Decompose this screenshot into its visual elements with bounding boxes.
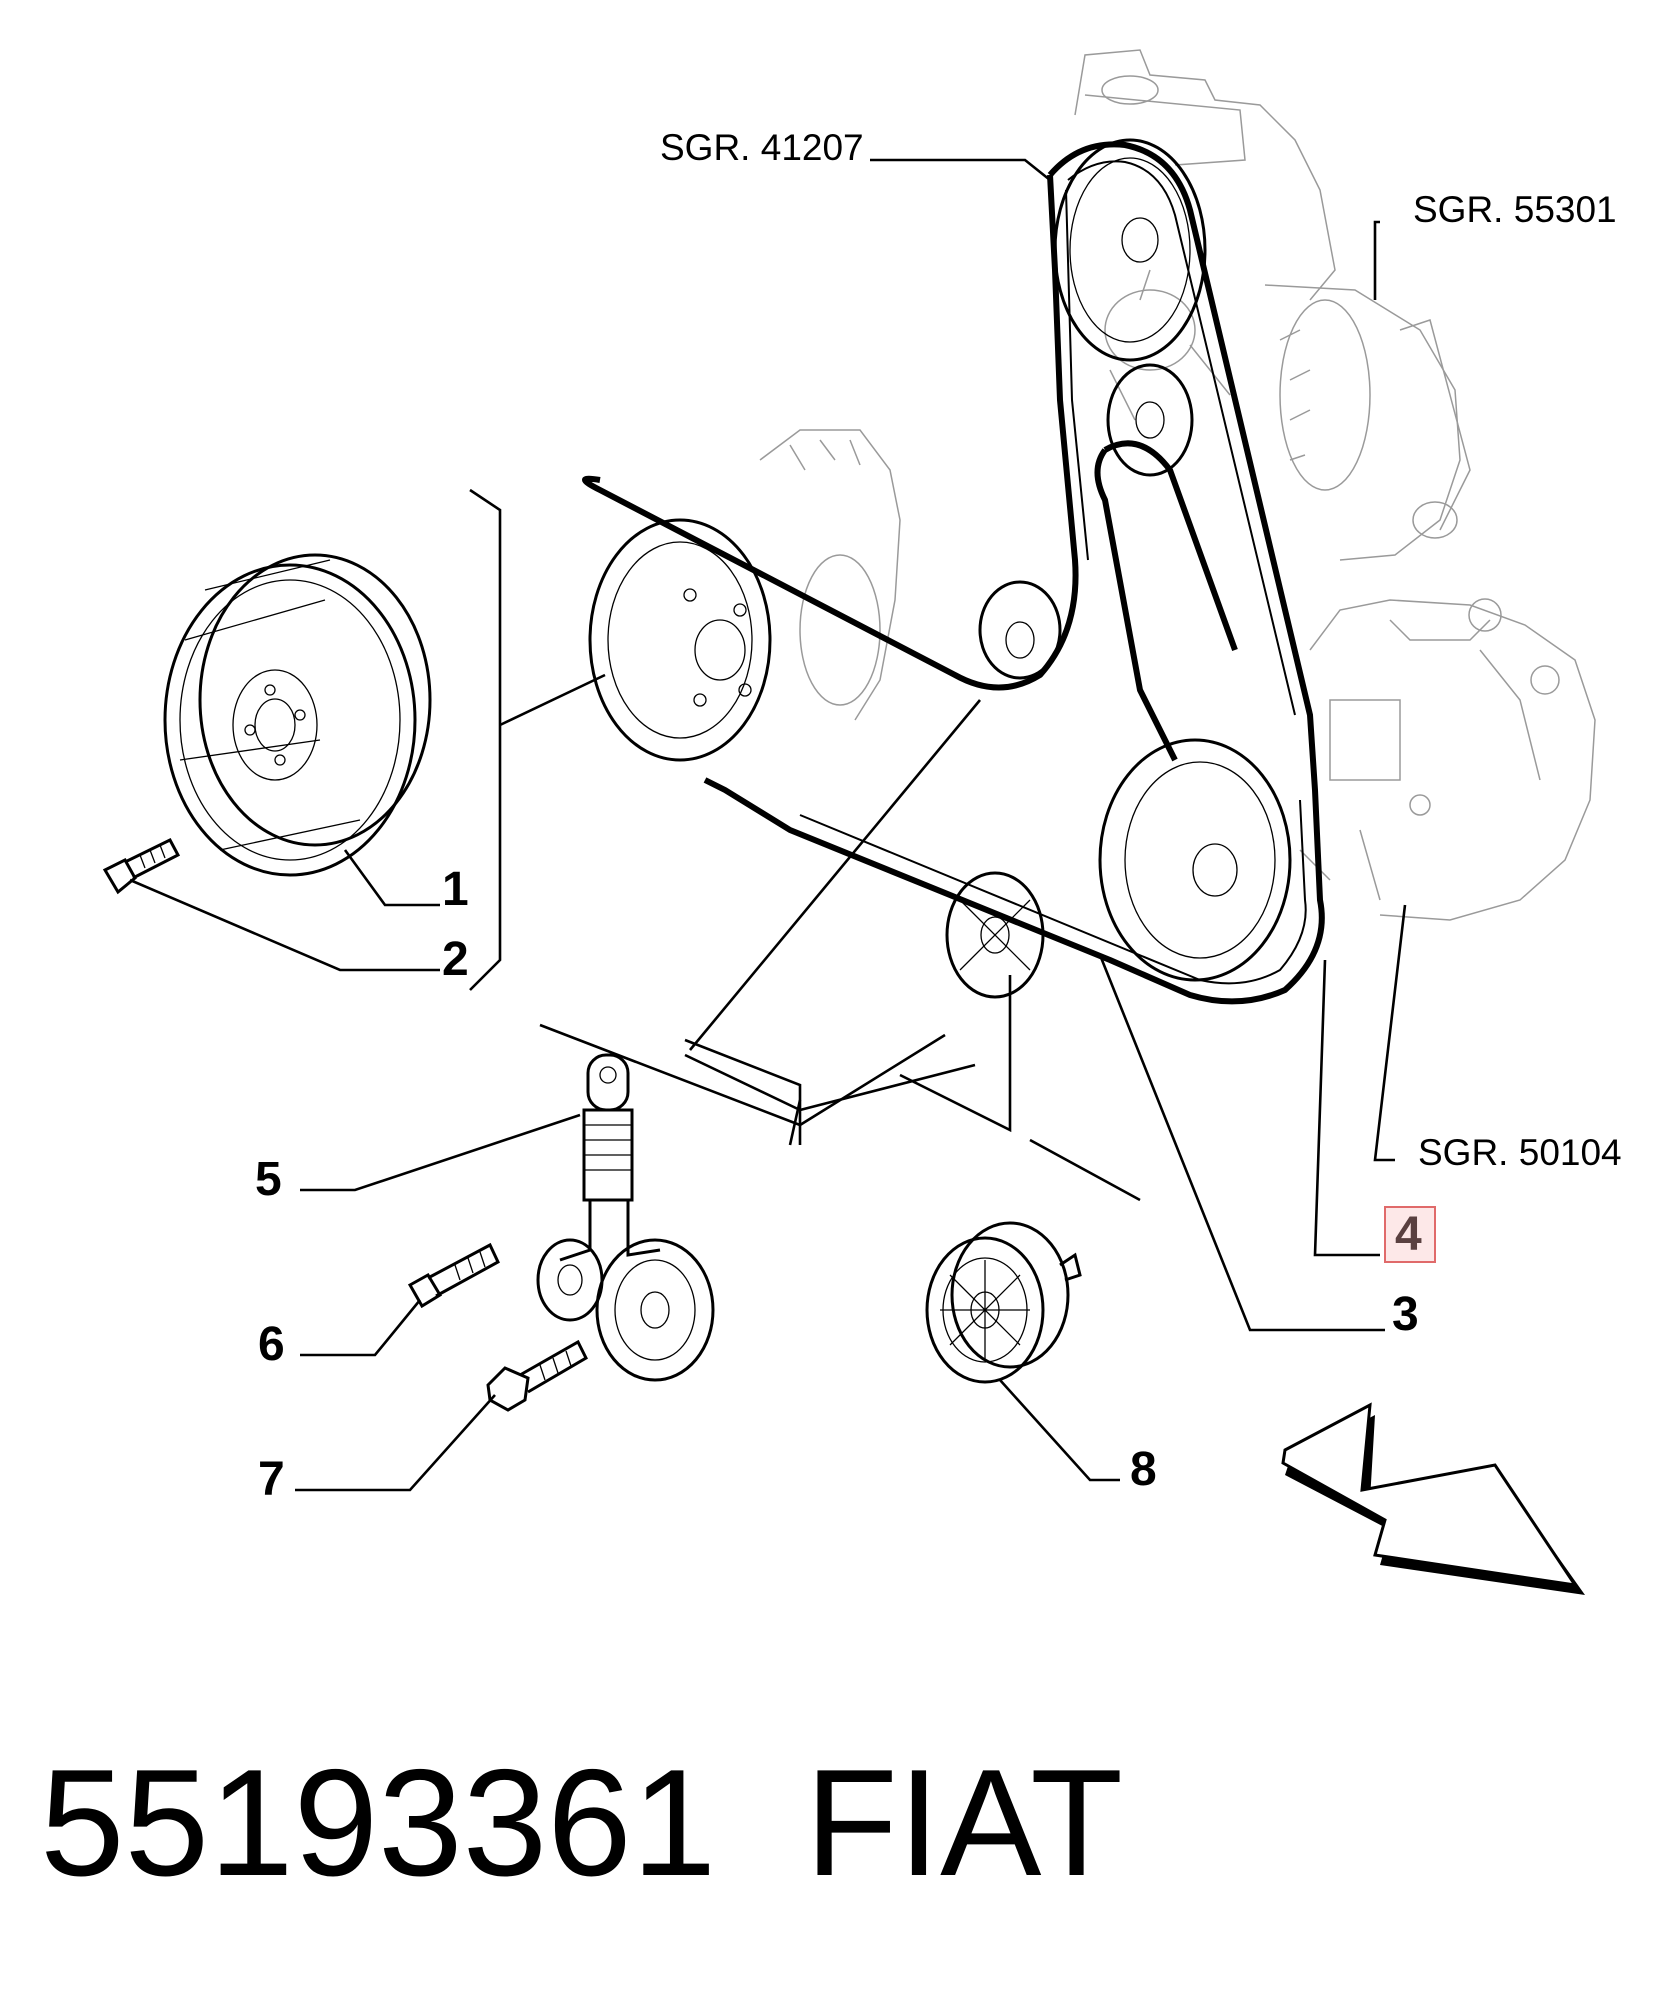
item-5-belt-tensioner — [536, 1053, 715, 1382]
item-2-bolt — [102, 838, 181, 895]
item-7-flange-bolt — [486, 1339, 588, 1412]
idler-pulley-upper — [1106, 363, 1194, 477]
callout-4-highlight-box — [1384, 1206, 1436, 1263]
leader-sgr-41207 — [870, 158, 1051, 182]
leader-sgr-50104 — [1373, 904, 1407, 1162]
callout-2: 2 — [442, 933, 469, 986]
leader-2 — [129, 878, 440, 972]
item-1-damper-pulley — [163, 553, 432, 877]
direction-arrow-icon — [1281, 1402, 1585, 1595]
sgr-label-top: SGR. 41207 — [660, 127, 864, 168]
item-6-bolt — [407, 1242, 500, 1309]
callout-7: 7 — [258, 1453, 285, 1506]
part-number: 55193361 — [40, 1738, 716, 1908]
callout-leaders — [129, 158, 1407, 1492]
leader-8 — [999, 1379, 1120, 1482]
leader-6 — [300, 1299, 422, 1357]
callout-3: 3 — [1392, 1288, 1419, 1341]
leader-sgr-55301 — [1373, 220, 1380, 300]
water-pump-pulley — [1053, 138, 1207, 362]
callout-5: 5 — [255, 1153, 282, 1206]
brand-name: FIAT — [805, 1738, 1123, 1908]
leader-4 — [1313, 959, 1380, 1257]
background-engine-components — [759, 49, 1596, 921]
callout-6: 6 — [258, 1318, 285, 1371]
leader-7 — [295, 1394, 496, 1492]
ac-compressor-pulley — [1098, 738, 1292, 982]
sgr-label-right-bottom: SGR. 50104 — [1418, 1132, 1622, 1173]
poly-v-belt — [582, 141, 1325, 1005]
leader-3 — [1098, 954, 1385, 1332]
callout-4: 4 — [1395, 1208, 1422, 1261]
leader-1 — [343, 849, 440, 907]
exploded-view-guides — [469, 488, 1141, 1202]
engine-pulleys — [588, 138, 1292, 999]
item-8-idler-pulley — [925, 1221, 1082, 1384]
tensioner-pulley-installed — [978, 580, 1062, 680]
idler-pulley-lower-installed — [945, 871, 1045, 999]
leader-5 — [300, 1113, 581, 1192]
sgr-label-right-top: SGR. 55301 — [1413, 189, 1617, 230]
callout-1: 1 — [442, 863, 469, 916]
callout-8: 8 — [1130, 1443, 1157, 1496]
crankshaft-pulley — [588, 518, 772, 762]
